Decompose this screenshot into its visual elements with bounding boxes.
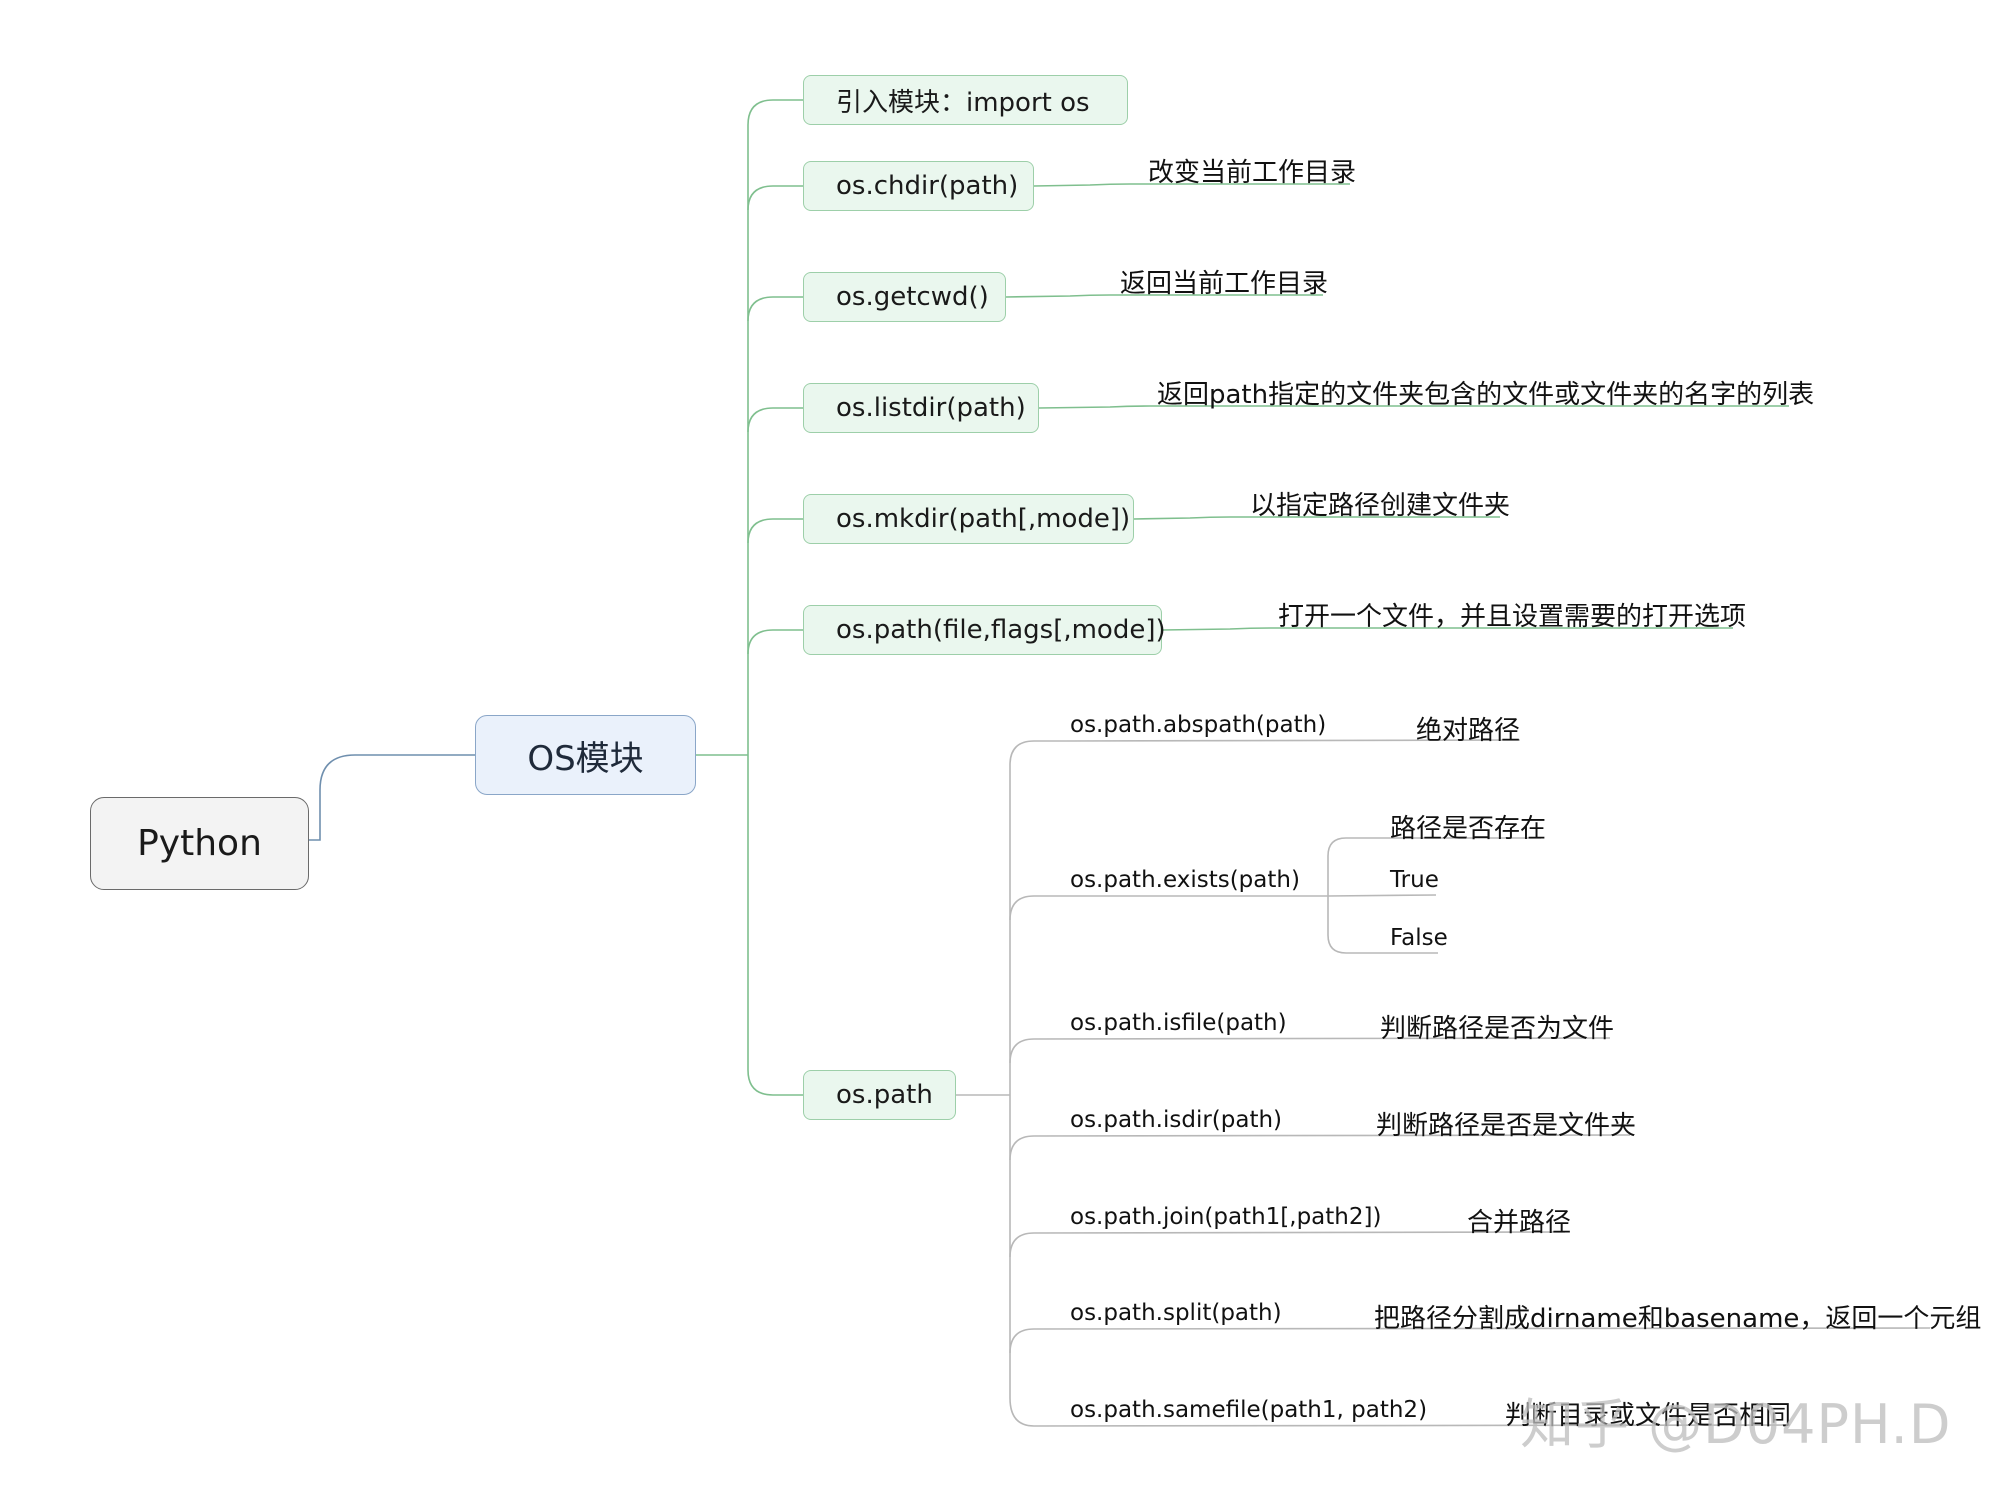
branch-chdir[interactable]: os.chdir(path)	[803, 161, 1034, 211]
watermark: 知乎 @D04PH.D	[1520, 1393, 1952, 1456]
root-node-python[interactable]: Python	[90, 797, 309, 890]
desc-join: 合并路径	[1467, 1208, 1572, 1238]
desc-isdir: 判断路径是否是文件夹	[1376, 1111, 1637, 1141]
connector-root-main	[309, 754, 475, 841]
desc-exists-question: 路径是否存在	[1390, 814, 1547, 844]
sub-join[interactable]: os.path.join(path1[,path2])	[1070, 1204, 1382, 1230]
desc-mkdir: 以指定路径创建文件夹	[1250, 491, 1511, 521]
main-node-os-module[interactable]: OS模块	[475, 715, 696, 795]
branch-listdir[interactable]: os.listdir(path)	[803, 383, 1039, 433]
sub-isfile[interactable]: os.path.isfile(path)	[1070, 1010, 1287, 1036]
desc-exists-true: True	[1390, 867, 1439, 893]
desc-samefile: 判断目录或文件是否相同	[1505, 1401, 1792, 1431]
desc-isfile: 判断路径是否为文件	[1380, 1014, 1615, 1044]
sub-samefile[interactable]: os.path.samefile(path1, path2)	[1070, 1397, 1428, 1423]
desc-getcwd: 返回当前工作目录	[1120, 269, 1329, 299]
sub-isdir[interactable]: os.path.isdir(path)	[1070, 1107, 1283, 1133]
desc-path-open: 打开一个文件，并且设置需要的打开选项	[1278, 602, 1747, 632]
desc-exists-false: False	[1390, 925, 1448, 951]
desc-chdir: 改变当前工作目录	[1148, 158, 1357, 188]
branch-mkdir[interactable]: os.mkdir(path[,mode])	[803, 494, 1134, 544]
branch-import-os[interactable]: 引入模块：import os	[803, 75, 1128, 125]
sub-split[interactable]: os.path.split(path)	[1070, 1300, 1282, 1326]
desc-abspath: 绝对路径	[1416, 716, 1521, 746]
branch-getcwd[interactable]: os.getcwd()	[803, 272, 1006, 322]
branch-path-open[interactable]: os.path(file,flags[,mode])	[803, 605, 1166, 655]
sub-exists[interactable]: os.path.exists(path)	[1070, 867, 1300, 893]
branch-os-path[interactable]: os.path	[803, 1070, 956, 1120]
desc-listdir: 返回path指定的文件夹包含的文件或文件夹的名字的列表	[1157, 380, 1815, 410]
sub-abspath[interactable]: os.path.abspath(path)	[1070, 712, 1327, 738]
desc-split: 把路径分割成dirname和basename，返回一个元组	[1374, 1304, 1982, 1334]
